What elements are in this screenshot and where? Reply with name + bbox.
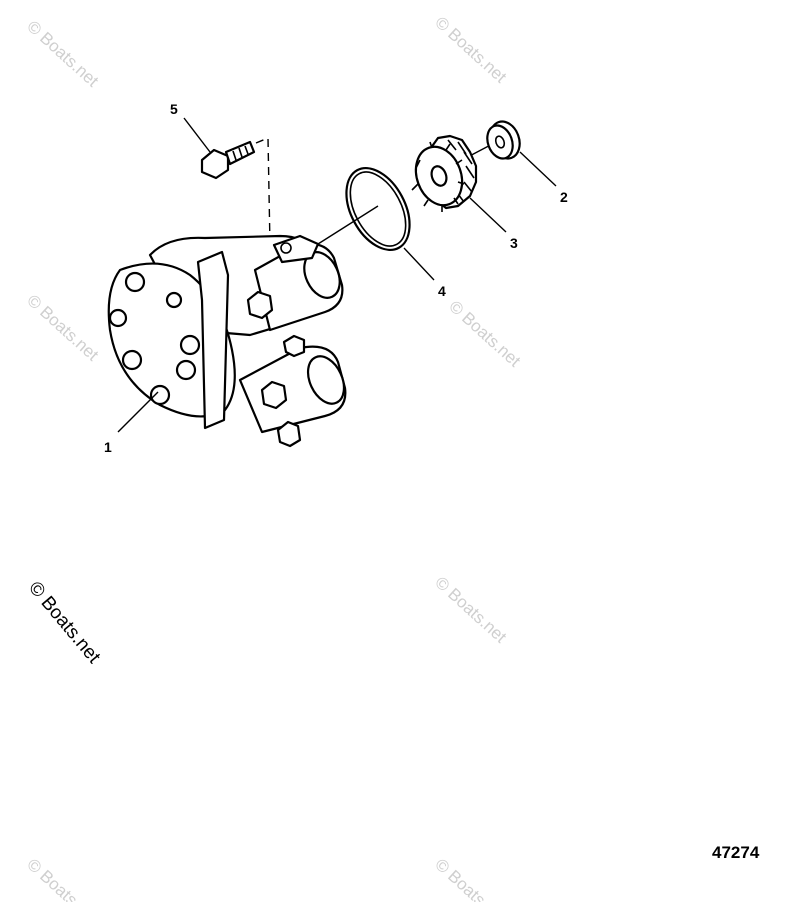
leader-lines bbox=[117, 117, 557, 433]
callout-4: 4 bbox=[438, 283, 446, 299]
pump-housing-part-1 bbox=[107, 234, 347, 448]
watermark: © Boats.net bbox=[445, 297, 524, 371]
callout-3: 3 bbox=[510, 235, 518, 251]
screw-part-5 bbox=[200, 140, 256, 180]
watermark: © Boats.net bbox=[431, 573, 510, 647]
alignment-line bbox=[255, 136, 271, 247]
watermark: © Boats.net bbox=[431, 13, 510, 87]
gear-part-3 bbox=[411, 134, 478, 212]
callout-2: 2 bbox=[560, 189, 568, 205]
watermark: © Boats.net bbox=[431, 855, 510, 902]
callout-5: 5 bbox=[170, 101, 178, 117]
watermark: © Boats.net bbox=[23, 17, 102, 91]
callout-1: 1 bbox=[104, 439, 112, 455]
watermark: © Boats.net bbox=[23, 291, 102, 365]
reference-number: 47274 bbox=[712, 843, 760, 862]
o-ring-part-4 bbox=[345, 167, 411, 251]
watermark-main: © Boats.net bbox=[24, 578, 105, 668]
washer-part-2 bbox=[486, 120, 521, 160]
watermark: © Boats.net bbox=[23, 855, 102, 902]
